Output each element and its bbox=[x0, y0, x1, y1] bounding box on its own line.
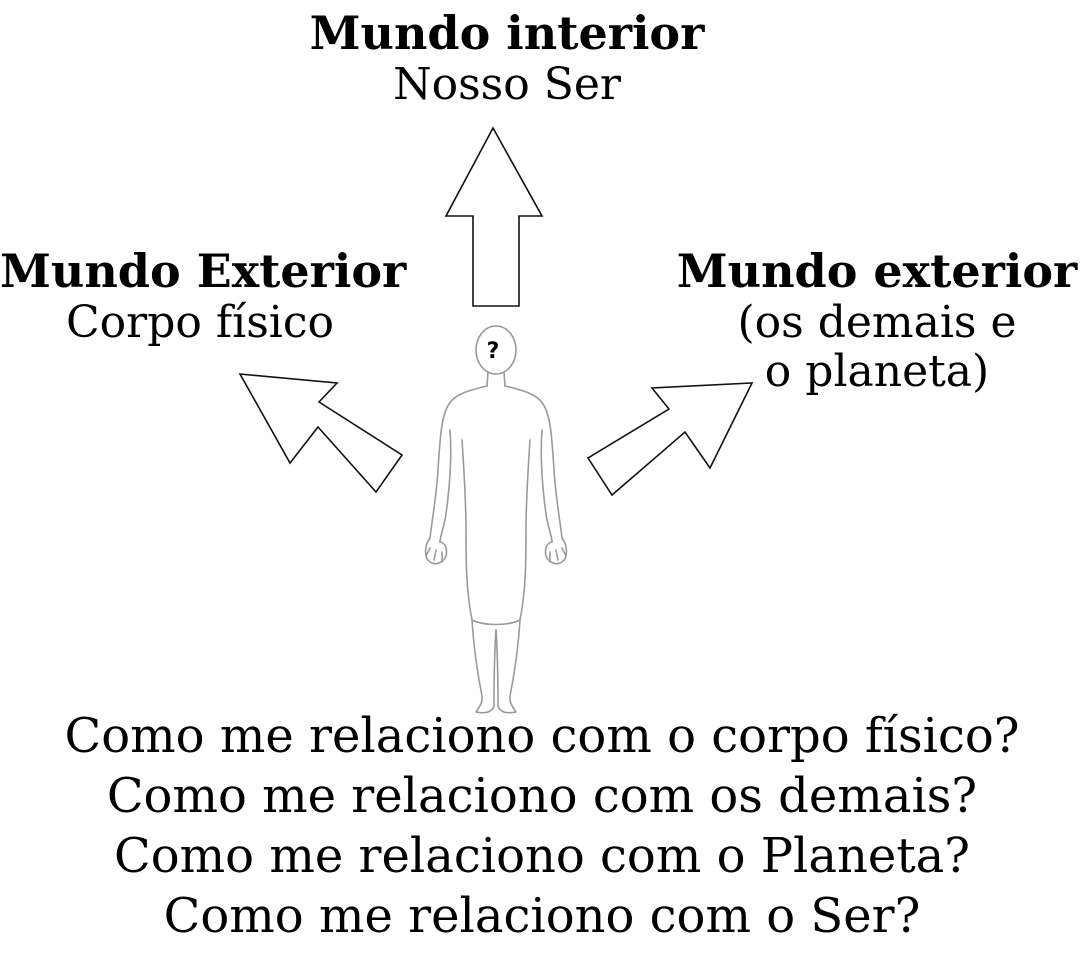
outer-world-others-subtitle-line1: (os demais e bbox=[737, 296, 1017, 348]
outer-world-body-label: Mundo Exterior Corpo físico bbox=[0, 244, 407, 348]
question-being: Como me relaciono com o Ser? bbox=[163, 888, 921, 944]
outer-world-others-subtitle-line2: o planeta) bbox=[764, 345, 990, 397]
question-planet: Como me relaciono com o Planeta? bbox=[114, 828, 970, 884]
human-figure-icon bbox=[424, 325, 568, 714]
question-body: Como me relaciono com o corpo físico? bbox=[64, 708, 1020, 764]
outer-world-others-title: Mundo exterior bbox=[676, 244, 1078, 298]
head-question-mark: ? bbox=[487, 339, 500, 364]
arrow-up-icon bbox=[444, 126, 544, 307]
outer-world-body-subtitle: Corpo físico bbox=[66, 296, 334, 348]
question-others: Como me relaciono com os demais? bbox=[106, 768, 978, 824]
questions-list: Como me relaciono com o corpo físico? Co… bbox=[0, 706, 1084, 946]
outer-world-body-title: Mundo Exterior bbox=[0, 244, 407, 298]
inner-world-label: Mundo interior Nosso Ser bbox=[292, 6, 722, 110]
arrow-upper-right-icon bbox=[586, 382, 754, 497]
inner-world-title: Mundo interior bbox=[309, 6, 705, 60]
inner-world-subtitle: Nosso Ser bbox=[393, 58, 621, 110]
arrow-left-shape bbox=[238, 373, 404, 494]
outer-world-others-label: Mundo exterior (os demais e o planeta) bbox=[670, 244, 1084, 397]
